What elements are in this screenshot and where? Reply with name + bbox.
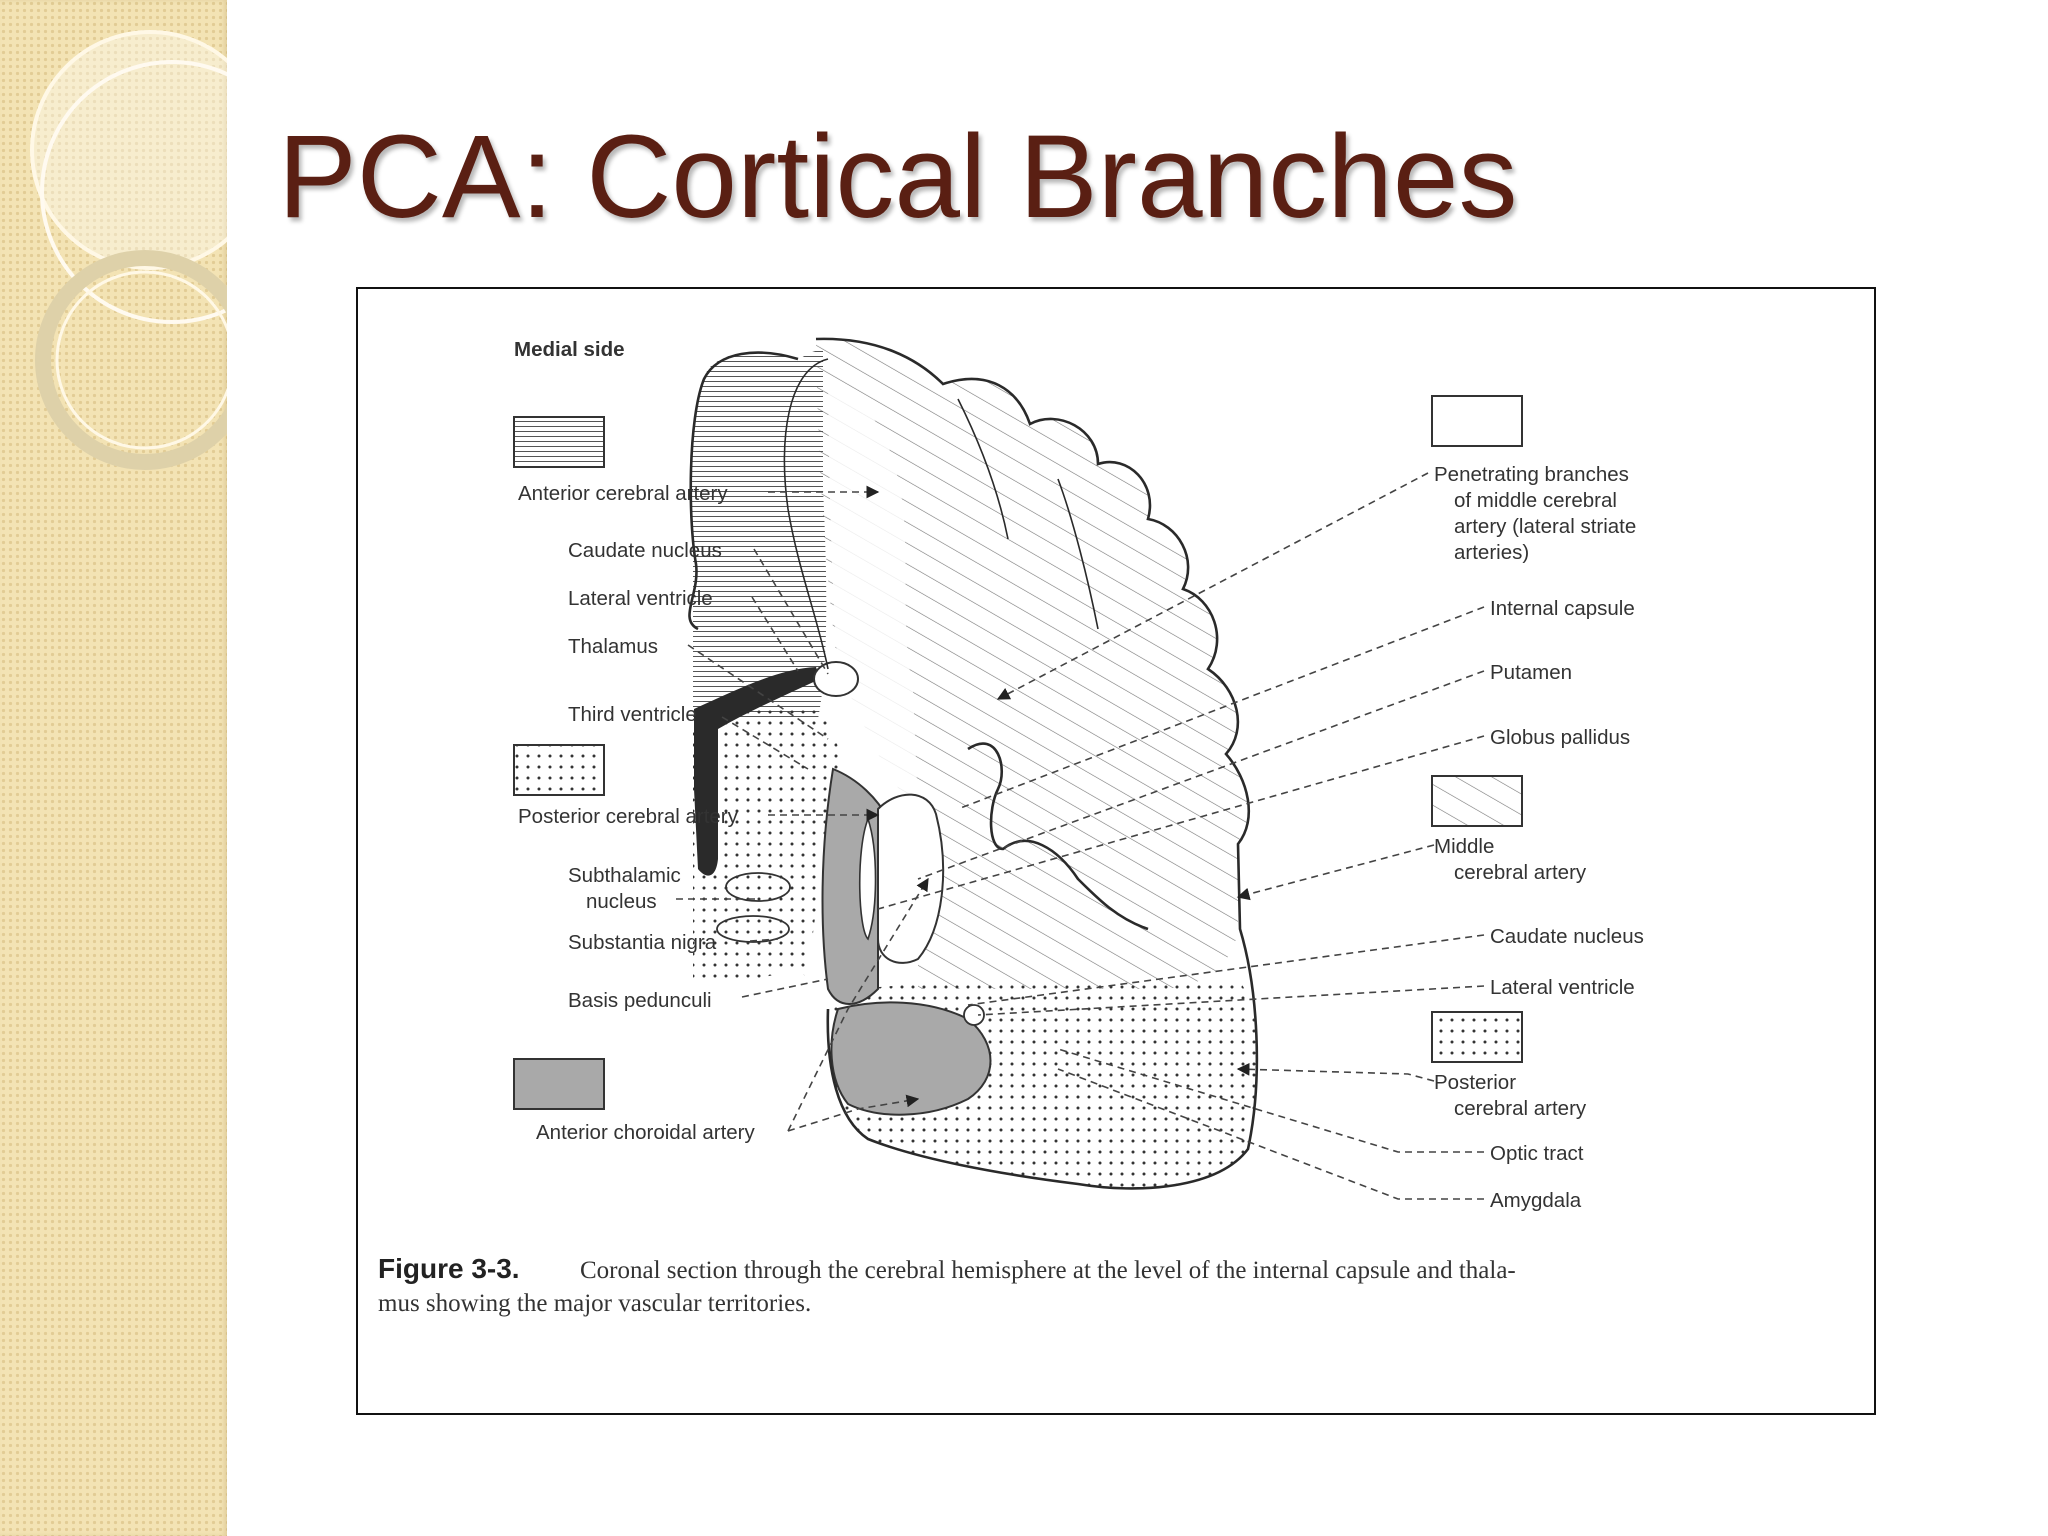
brain-section — [688, 337, 1259, 1190]
legend-box-mca — [1431, 775, 1523, 827]
label-internal-capsule: Internal capsule — [1490, 597, 1635, 620]
label-globus-pallidus: Globus pallidus — [1490, 726, 1630, 749]
label-lateral-ventricle-right: Lateral ventricle — [1490, 976, 1635, 999]
legend-box-penetrating — [1431, 395, 1523, 447]
legend-box-pca-left — [513, 744, 605, 796]
cortex-outline — [688, 337, 1259, 1190]
slide-title: PCA: Cortical Branches — [278, 111, 1518, 243]
label-posterior-cerebral-artery-left: Posterior cerebral artery — [518, 805, 739, 828]
label-amygdala: Amygdala — [1490, 1189, 1582, 1212]
inner-white-outline — [783, 358, 1099, 670]
figure-frame: Medial side Anterior cerebral artery Cau… — [356, 287, 1876, 1415]
putamen-shape — [877, 793, 945, 964]
label-penetrating-line4: arteries) — [1454, 541, 1529, 564]
caudate-nucleus-shape — [813, 661, 859, 697]
pca-territory — [693, 705, 840, 984]
aca-territory — [691, 349, 827, 719]
decorative-sidebar — [0, 0, 227, 1536]
leader-lines — [676, 472, 1485, 1200]
label-third-ventricle: Third ventricle — [568, 703, 697, 726]
label-basis-pedunculi: Basis pedunculi — [568, 989, 712, 1012]
label-mca-line1: Middle — [1434, 835, 1494, 858]
label-anterior-cerebral-artery: Anterior cerebral artery — [518, 482, 728, 505]
coronal-section-diagram: Medial side Anterior cerebral artery Cau… — [378, 337, 1644, 1317]
figure-header-medial-side: Medial side — [514, 338, 625, 361]
label-caudate-nucleus-left: Caudate nucleus — [568, 539, 722, 562]
label-optic-tract: Optic tract — [1490, 1142, 1584, 1165]
white-matter — [828, 379, 918, 809]
label-thalamus: Thalamus — [568, 635, 658, 658]
subthalamic-nucleus-shape — [725, 872, 791, 902]
label-substantia-nigra: Substantia nigra — [568, 931, 717, 954]
legend-box-pca-right — [1431, 1011, 1523, 1063]
figure-caption-line2: mus showing the major vascular territori… — [378, 1290, 811, 1317]
label-penetrating-line1: Penetrating branches — [1434, 463, 1629, 486]
legend-box-aca — [513, 416, 605, 468]
figure-caption-line1: Coronal section through the cerebral hem… — [580, 1257, 1516, 1284]
anterior-choroidal-temporal — [830, 1001, 992, 1116]
label-caudate-nucleus-right: Caudate nucleus — [1490, 925, 1644, 948]
label-putamen: Putamen — [1490, 661, 1572, 684]
temporal-horn-shape — [963, 1004, 985, 1026]
substantia-nigra-shape — [716, 915, 790, 943]
label-lateral-ventricle-left: Lateral ventricle — [568, 587, 713, 610]
label-pca-right-line2: cerebral artery — [1454, 1097, 1587, 1120]
label-penetrating-line3: artery (lateral striate — [1454, 515, 1636, 538]
label-pca-right-line1: Posterior — [1434, 1071, 1516, 1094]
label-subthalamic-line2: nucleus — [586, 890, 657, 913]
anterior-choroidal-territory — [821, 767, 890, 1005]
legend-box-anterior-choroidal — [513, 1058, 605, 1110]
globus-pallidus-shape — [858, 816, 877, 941]
insula-outline — [967, 742, 1149, 931]
figure-caption-number: Figure 3-3. — [378, 1253, 520, 1284]
label-subthalamic-line1: Subthalamic — [568, 864, 681, 887]
label-mca-line2: cerebral artery — [1454, 861, 1587, 884]
label-anterior-choroidal-artery: Anterior choroidal artery — [536, 1121, 756, 1144]
decorative-rings — [30, 30, 227, 470]
label-penetrating-line2: of middle cerebral — [1454, 489, 1617, 512]
